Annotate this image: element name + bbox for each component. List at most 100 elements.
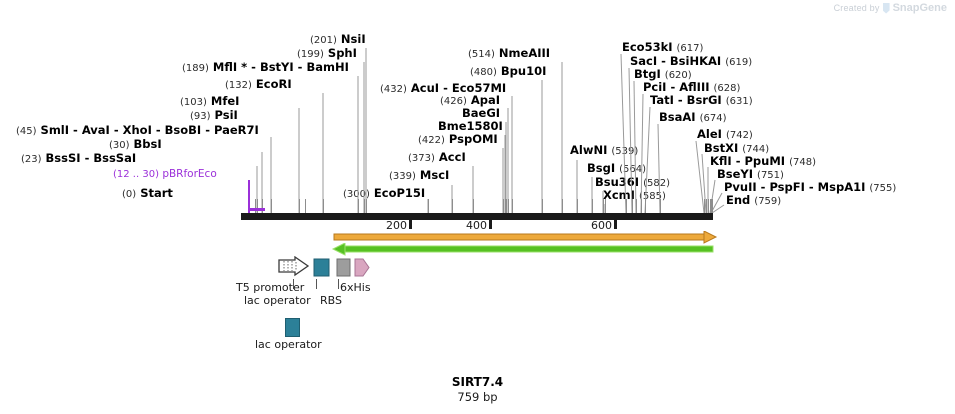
annotation-label-psii[interactable]: (93) PsiI <box>190 109 238 122</box>
annotation-name: BstXI <box>704 141 739 155</box>
annotation-label-bme1580i[interactable]: Bme1580I <box>438 120 503 133</box>
ruler-label-200: 200 <box>386 219 407 232</box>
annotation-label-start[interactable]: (0) Start <box>122 187 173 200</box>
annotation-label-bpu10i[interactable]: (480) Bpu10I <box>470 64 547 78</box>
feature-label-lac-operator[interactable]: lac operator <box>244 294 311 307</box>
annotation-label-pvuii[interactable]: PvuII - PspFI - MspA1I (755) <box>724 181 897 194</box>
annotation-label-bsu36i[interactable]: Bsu36I (582) <box>595 176 670 189</box>
annotation-label-nmeaiii[interactable]: (514) NmeAIII <box>468 46 551 60</box>
annotation-position: (631) <box>725 96 753 107</box>
annotation-name: Bpu10I <box>500 64 547 78</box>
orange-track[interactable] <box>0 231 955 245</box>
ruler-tick-600 <box>614 220 617 229</box>
feature-glyph-rbs <box>336 258 351 277</box>
annotation-label-nsii[interactable]: (201) NsiI <box>310 33 366 46</box>
annotation-label-bseyi[interactable]: BseYI (751) <box>717 167 784 181</box>
annotation-name: BbsI <box>133 137 162 151</box>
feature-label-t5-promoter[interactable]: T5 promoter <box>236 281 305 294</box>
sequence-title-block: SIRT7.4 759 bp <box>0 375 955 405</box>
annotation-label-msci[interactable]: (339) MscI <box>389 168 450 182</box>
primer-leader-pbrforeco <box>248 180 250 213</box>
annotation-label-end[interactable]: End (759) <box>726 193 781 207</box>
annotation-position: (582) <box>643 178 670 189</box>
annotation-name: pBRforEco <box>162 168 217 180</box>
annotation-name: SacI - BsiHKAI <box>630 54 722 68</box>
annotation-label-apai[interactable]: (426) ApaI <box>440 93 501 107</box>
annotation-label-pcii[interactable]: PciI - AflIII (628) <box>643 81 741 94</box>
annotation-position: (742) <box>725 130 753 141</box>
feature-tick-lac-operator <box>316 279 317 289</box>
green-track[interactable] <box>0 243 955 257</box>
annotation-name: NmeAIII <box>498 46 551 60</box>
annotation-name: BseYI <box>717 167 754 181</box>
annotation-name: ApaI <box>470 93 501 107</box>
annotation-label-pspomi[interactable]: (422) PspOMI <box>418 133 498 146</box>
annotation-name: SmlI - AvaI - XhoI - BsoBI - PaeR7I <box>40 123 259 137</box>
annotation-position: (674) <box>699 113 727 124</box>
annotation-label-acci[interactable]: (373) AccI <box>408 150 466 164</box>
annotation-label-bsssi[interactable]: (23) BssSI - BssSaI <box>21 152 136 165</box>
annotation-name: MflI * - BstYI - BamHI <box>212 60 349 74</box>
annotation-position: (628) <box>713 83 741 94</box>
annotation-label-mfli[interactable]: (189) MflI * - BstYI - BamHI <box>182 60 349 74</box>
annotation-label-btgi[interactable]: BtgI (620) <box>634 68 692 81</box>
feature-label-rbs[interactable]: RBS <box>320 294 342 307</box>
watermark-prefix: Created by <box>833 3 880 13</box>
annotation-position: (373) <box>408 153 435 164</box>
annotation-name: AleI <box>697 127 722 141</box>
annotation-position: (189) <box>182 63 209 74</box>
annotation-position: (619) <box>725 57 753 68</box>
annotation-name: XcmI <box>603 188 635 202</box>
annotation-name: AcuI - Eco57MI <box>410 81 507 95</box>
legend-label-lac-operator[interactable]: lac operator <box>255 338 322 351</box>
annotation-position: (93) <box>190 111 211 122</box>
annotation-position: (480) <box>470 67 497 78</box>
annotation-position: (564) <box>619 164 647 175</box>
feature-tick-rbs <box>338 279 339 289</box>
annotation-position: (585) <box>638 191 666 202</box>
annotation-label-tati[interactable]: TatI - BsrGI (631) <box>650 93 753 107</box>
annotation-position: (620) <box>664 70 692 81</box>
annotation-label-mfei[interactable]: (103) MfeI <box>180 94 240 108</box>
sequence-backbone[interactable] <box>241 213 713 220</box>
annotation-label-ecop15i[interactable]: (300) EcoP15I <box>343 187 425 200</box>
annotation-name: BaeGI <box>462 106 501 120</box>
annotation-label-acui[interactable]: (432) AcuI - Eco57MI <box>380 81 507 95</box>
annotation-name: AccI <box>438 150 466 164</box>
annotation-label-bsgi[interactable]: BsgI (564) <box>587 162 647 175</box>
annotation-position: (103) <box>180 97 207 108</box>
annotation-position: (748) <box>789 157 816 168</box>
annotation-position: (432) <box>380 84 407 95</box>
annotation-name: TatI - BsrGI <box>650 93 722 107</box>
leader-lines <box>248 48 725 214</box>
annotation-label-bsaai[interactable]: BsaAI (674) <box>659 111 727 124</box>
annotation-label-baegi[interactable]: BaeGI <box>462 106 501 120</box>
annotation-label-eco53ki[interactable]: Eco53kI (617) <box>622 41 704 54</box>
annotation-label-xcmi[interactable]: XcmI (585) <box>603 188 666 202</box>
annotation-position: (0) <box>122 189 137 200</box>
annotation-name: MscI <box>419 168 450 182</box>
annotation-label-alwni[interactable]: AlwNI (539) <box>570 144 638 157</box>
annotation-name: End <box>726 193 751 207</box>
ruler-label-400: 400 <box>466 219 487 232</box>
restriction-site-ticks <box>241 199 713 214</box>
feature-tick-t5-promoter <box>293 279 294 289</box>
annotation-name: MfeI <box>210 94 240 108</box>
annotation-position: (755) <box>869 183 897 194</box>
annotation-position: (617) <box>676 43 704 54</box>
annotation-label-alei[interactable]: AleI (742) <box>697 127 753 141</box>
feature-label-6xhis[interactable]: 6xHis <box>340 281 371 294</box>
annotation-label-saci[interactable]: SacI - BsiHKAI (619) <box>630 54 753 68</box>
annotation-label-pbrforeco[interactable]: (12 .. 30) pBRforEco <box>113 169 217 180</box>
annotation-position: (201) <box>310 35 337 46</box>
annotation-position: (132) <box>225 80 252 91</box>
annotation-label-bstxi[interactable]: BstXI (744) <box>704 141 769 155</box>
annotation-label-bbsi[interactable]: (30) BbsI <box>109 137 162 151</box>
annotation-label-kfli[interactable]: KflI - PpuMI (748) <box>710 155 816 168</box>
annotation-position: (514) <box>468 49 495 60</box>
annotation-label-sphi[interactable]: (199) SphI <box>297 47 357 60</box>
annotation-label-smli[interactable]: (45) SmlI - AvaI - XhoI - BsoBI - PaeR7I <box>16 123 259 137</box>
annotation-position: (30) <box>109 140 130 151</box>
annotation-label-ecori[interactable]: (132) EcoRI <box>225 78 292 91</box>
